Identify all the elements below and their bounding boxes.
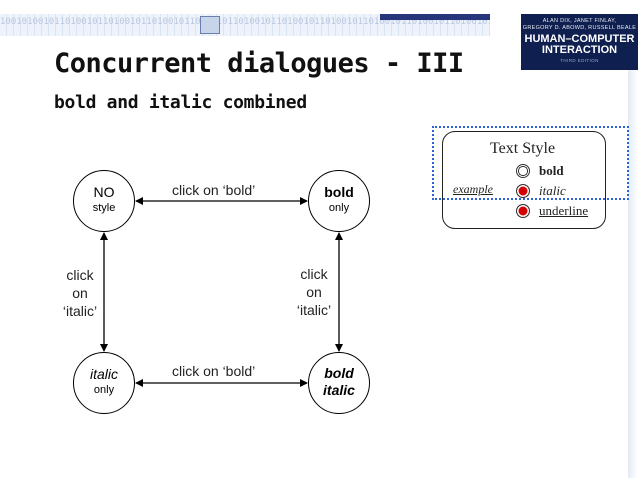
- label-bottom-transition: click on ‘bold’: [172, 363, 256, 379]
- state-bold-italic: bold italic: [308, 352, 370, 414]
- book-authors: ALAN DIX, JANET FINLAY, GREGORY D. ABOWD…: [522, 18, 637, 31]
- underline-option-label: underline: [539, 203, 589, 218]
- book-logo: ALAN DIX, JANET FINLAY, GREGORY D. ABOWD…: [521, 14, 638, 70]
- bold-radio[interactable]: [516, 164, 530, 178]
- label-top-transition: click on ‘bold’: [172, 182, 256, 198]
- book-title-line2: INTERACTION: [541, 44, 618, 56]
- label-left-transition: click on ‘italic’: [62, 267, 98, 319]
- state-italic-only: italic only: [73, 352, 135, 414]
- underline-radio[interactable]: [516, 204, 530, 218]
- selection-highlight-box: [432, 126, 629, 200]
- bold-option-label: bold: [539, 163, 564, 178]
- binary-pattern: 1001010010110100101101001011010010110100…: [0, 17, 490, 27]
- text-style-title: Text Style: [490, 140, 556, 157]
- right-edge-strip: [628, 70, 638, 478]
- state-no-style: NO style: [73, 170, 135, 232]
- state-bold-only: bold only: [308, 170, 370, 232]
- italic-option-label: italic: [539, 183, 566, 198]
- book-edition: THIRD EDITION: [560, 58, 599, 63]
- label-right-transition: click on ‘italic’: [296, 266, 332, 318]
- header-accent-bar: [380, 14, 490, 20]
- italic-radio[interactable]: [516, 184, 530, 198]
- slide-subtitle: bold and italic combined: [54, 92, 307, 113]
- slide-title: Concurrent dialogues - III: [54, 48, 464, 79]
- example-text: example: [453, 182, 493, 196]
- banner-square-icon: [200, 16, 220, 34]
- header-banner: 1001010010110100101101001011010010110100…: [0, 14, 490, 36]
- book-title-line1: HUMAN–COMPUTER: [524, 33, 635, 45]
